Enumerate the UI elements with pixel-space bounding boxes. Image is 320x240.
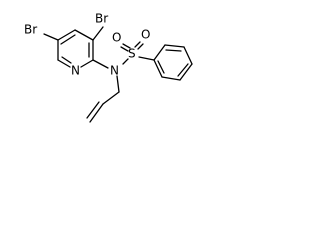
atom-br-top: Br <box>95 12 108 26</box>
bond-ph-1 <box>153 44 166 61</box>
phenyl-ring <box>153 44 193 81</box>
bond-ph-4 <box>179 63 193 81</box>
bond-ph-4-inner <box>177 63 189 77</box>
bond-n-allyl <box>116 75 120 93</box>
bond-c3-c4 <box>74 29 94 41</box>
bond-c3-br <box>92 26 104 41</box>
bond-c4-c5 <box>57 29 76 41</box>
bond-n-c2 <box>80 59 94 68</box>
bond-n-s <box>122 58 129 65</box>
bond-s-phenyl <box>138 56 155 61</box>
bond-c6-n <box>57 59 71 68</box>
bond-s-o-right-b <box>137 43 144 50</box>
atom-s: S <box>128 47 136 61</box>
atom-br-left: Br <box>24 23 37 37</box>
atom-o-left: O <box>112 31 121 45</box>
bond-ph-2 <box>164 44 185 48</box>
bond-s-o-left-b <box>120 46 129 52</box>
bond-ph-5 <box>161 76 181 81</box>
bond-s-o-right-a <box>134 41 141 48</box>
bond-ph-6-inner <box>157 60 165 74</box>
molecule-drawing: Br Br N N S O O <box>24 12 193 123</box>
atom-o-right: O <box>141 28 150 42</box>
bond-c4-c5-inner <box>60 34 76 45</box>
bond-allyl-2-double <box>86 101 100 119</box>
bond-s-o-left-a <box>122 43 131 49</box>
bond-c2-n-amide <box>92 59 109 69</box>
atom-n-ring: N <box>71 64 80 78</box>
bond-ph-2-inner <box>165 49 182 52</box>
pyridine-ring <box>57 29 94 68</box>
bond-allyl-2 <box>89 103 104 123</box>
bond-c6-n-inner <box>61 56 72 64</box>
bond-allyl-1 <box>102 91 120 105</box>
atom-n-amide: N <box>110 64 119 78</box>
bond-ph-3 <box>183 46 193 65</box>
structure-canvas: Br Br N N S O O <box>0 0 216 150</box>
bond-c5-br <box>43 33 59 41</box>
bond-ph-6 <box>153 59 163 78</box>
